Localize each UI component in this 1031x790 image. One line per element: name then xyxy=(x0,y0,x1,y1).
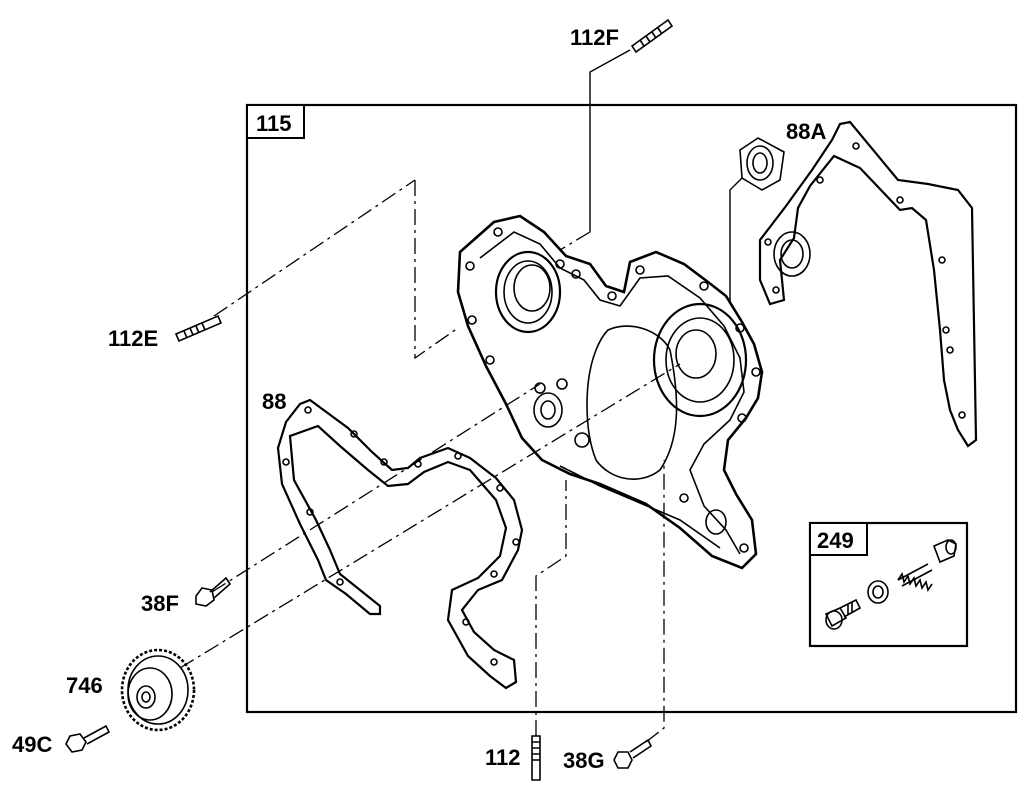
centerline-112E xyxy=(213,179,416,317)
centerline-112E-cover xyxy=(414,180,459,360)
relief-valve-plug xyxy=(824,598,862,630)
label-249: 249 xyxy=(817,528,854,553)
centerline-38F xyxy=(211,383,541,593)
label-38G: 38G xyxy=(563,748,605,773)
centerline-746 xyxy=(179,363,681,669)
centerline-112F xyxy=(559,231,591,251)
leader-seal xyxy=(729,177,743,304)
label-112F: 112F xyxy=(570,25,619,50)
gasket-88 xyxy=(276,398,524,690)
stud-112 xyxy=(531,735,541,781)
oil-seal xyxy=(739,137,785,191)
label-box-115 xyxy=(246,104,305,139)
label-112E: 112E xyxy=(108,326,158,351)
label-49C: 49C xyxy=(12,732,52,757)
relief-valve-spring xyxy=(897,563,933,592)
label-88A: 88A xyxy=(786,119,826,144)
label-box-249 xyxy=(809,522,868,556)
stud-112F xyxy=(630,18,674,54)
bolt-38G xyxy=(613,738,653,769)
relief-valve-washer xyxy=(867,580,889,604)
bolt-38F xyxy=(195,576,232,607)
label-112: 112 xyxy=(485,745,521,770)
bolt-49C xyxy=(65,724,111,753)
gear-746 xyxy=(120,648,196,732)
stud-112E xyxy=(174,314,223,343)
label-88: 88 xyxy=(262,389,286,414)
assembly-frame-115 xyxy=(245,103,1018,714)
kit-frame-249 xyxy=(808,521,969,648)
label-746: 746 xyxy=(66,673,103,698)
centerline-38G xyxy=(645,460,665,743)
gasket-88A xyxy=(758,120,978,448)
leader-112F xyxy=(589,49,631,232)
label-38F: 38F xyxy=(141,591,179,616)
timing-cover xyxy=(456,214,764,570)
label-115: 115 xyxy=(256,111,292,136)
centerline-112 xyxy=(535,480,567,736)
relief-valve-plunger xyxy=(932,539,957,564)
